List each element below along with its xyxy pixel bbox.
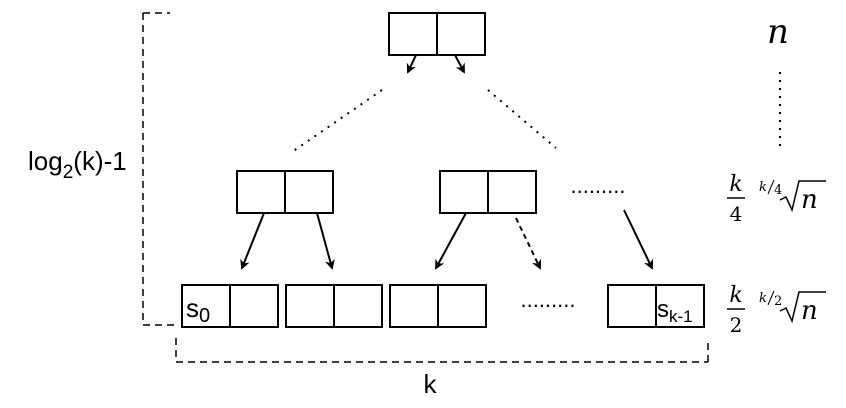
leaf-node-first bbox=[181, 284, 279, 328]
leaf-node bbox=[285, 284, 383, 328]
svg-text:k: k bbox=[729, 172, 742, 197]
svg-text:k: k bbox=[759, 291, 767, 306]
root-node bbox=[388, 12, 486, 56]
svg-text:n: n bbox=[801, 185, 818, 215]
svg-text:2: 2 bbox=[774, 294, 782, 309]
svg-text:4: 4 bbox=[774, 183, 782, 198]
svg-text:2: 2 bbox=[730, 313, 743, 337]
height-label: log2(k)-1 bbox=[28, 146, 127, 183]
root-arrows bbox=[406, 54, 465, 74]
height-bracket bbox=[142, 12, 176, 326]
svg-text:n: n bbox=[801, 296, 818, 326]
first-leaf-label: s0 bbox=[186, 293, 210, 327]
leaf-level-size-label: k 2 k 2 n bbox=[727, 283, 826, 337]
level-two-size-label: k 4 k 4 n bbox=[727, 172, 826, 226]
internal-node bbox=[236, 170, 334, 214]
leaf-node bbox=[389, 284, 487, 328]
internal-ellipsis: ......... bbox=[570, 173, 625, 198]
leaf-arrows bbox=[240, 209, 654, 270]
leaf-node-last bbox=[607, 284, 705, 328]
width-bracket bbox=[175, 338, 709, 363]
width-label: k bbox=[424, 369, 438, 399]
svg-text:k: k bbox=[729, 283, 742, 308]
svg-text:k: k bbox=[759, 180, 767, 195]
root-size-label: n bbox=[767, 12, 789, 52]
omitted-levels bbox=[291, 72, 781, 153]
last-leaf-label: sk-1 bbox=[657, 296, 693, 326]
leaf-ellipsis: ......... bbox=[520, 287, 575, 312]
internal-node bbox=[439, 170, 537, 214]
svg-text:4: 4 bbox=[730, 202, 743, 226]
